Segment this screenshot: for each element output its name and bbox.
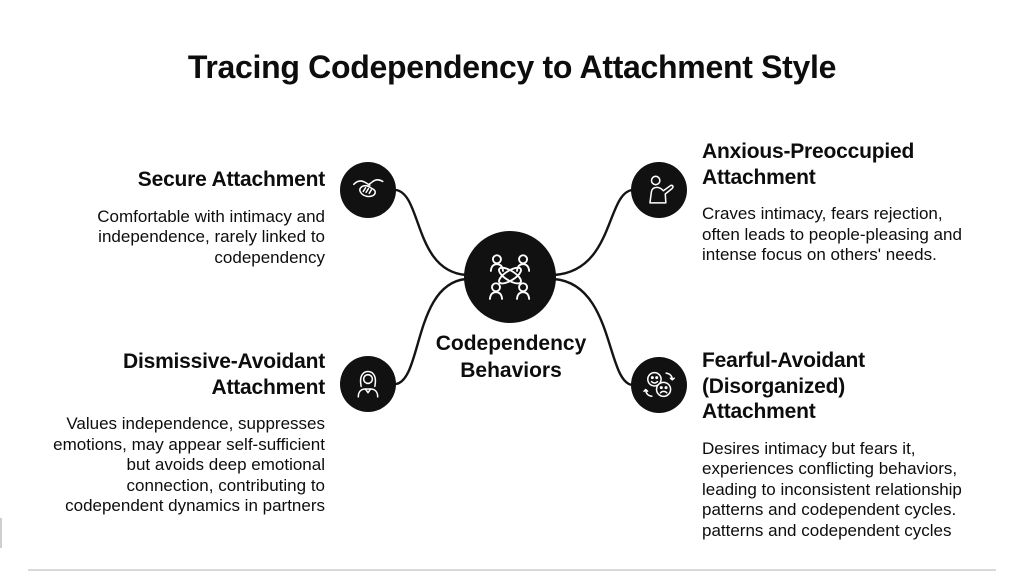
dismissive-description: Values independence, suppresses emotions… [53, 414, 325, 515]
anxious-node: Anxious-Preoccupied Attachment Craves in… [702, 139, 962, 266]
anxious-heading: Anxious-Preoccupied Attachment [702, 140, 915, 189]
center-node [464, 231, 556, 323]
fearful-description: Desires intimacy but fears it, experienc… [702, 438, 962, 540]
secure-node-icon-circle [340, 162, 396, 218]
secure-node: Secure Attachment Comfortable with intim… [97, 167, 325, 268]
anxious-description: Craves intimacy, fears rejection, often … [702, 204, 962, 264]
connector-dismissive [394, 277, 468, 386]
center-node-label: Codependency Behaviors [435, 332, 587, 382]
connector-secure [394, 188, 468, 277]
anxious-node-icon-circle [631, 162, 687, 218]
left-edge-artifact [0, 518, 2, 548]
fearful-heading: Fearful-Avoidant (Disorganized) Attachme… [702, 349, 865, 423]
interconnected-people-icon [489, 254, 531, 300]
fearful-node-icon-circle [631, 357, 687, 413]
page-title: Tracing Codependency to Attachment Style [187, 49, 837, 85]
dismissive-heading: Dismissive-Avoidant Attachment [123, 350, 325, 399]
secure-heading: Secure Attachment [137, 168, 325, 191]
connector-anxious [552, 188, 634, 277]
secure-description: Comfortable with intimacy and independen… [97, 206, 325, 267]
happy-sad-faces-cycle-icon [643, 371, 675, 398]
dismissive-node-icon-circle [340, 356, 396, 412]
dismissive-node: Dismissive-Avoidant Attachment Values in… [53, 349, 325, 517]
person-reaching-out-icon [649, 175, 674, 204]
fearful-node: Fearful-Avoidant (Disorganized) Attachme… [702, 348, 962, 541]
woman-bust-icon [357, 370, 379, 398]
holding-hands-icon [352, 179, 384, 198]
connector-fearful [552, 277, 634, 387]
bottom-divider-line [28, 569, 996, 571]
